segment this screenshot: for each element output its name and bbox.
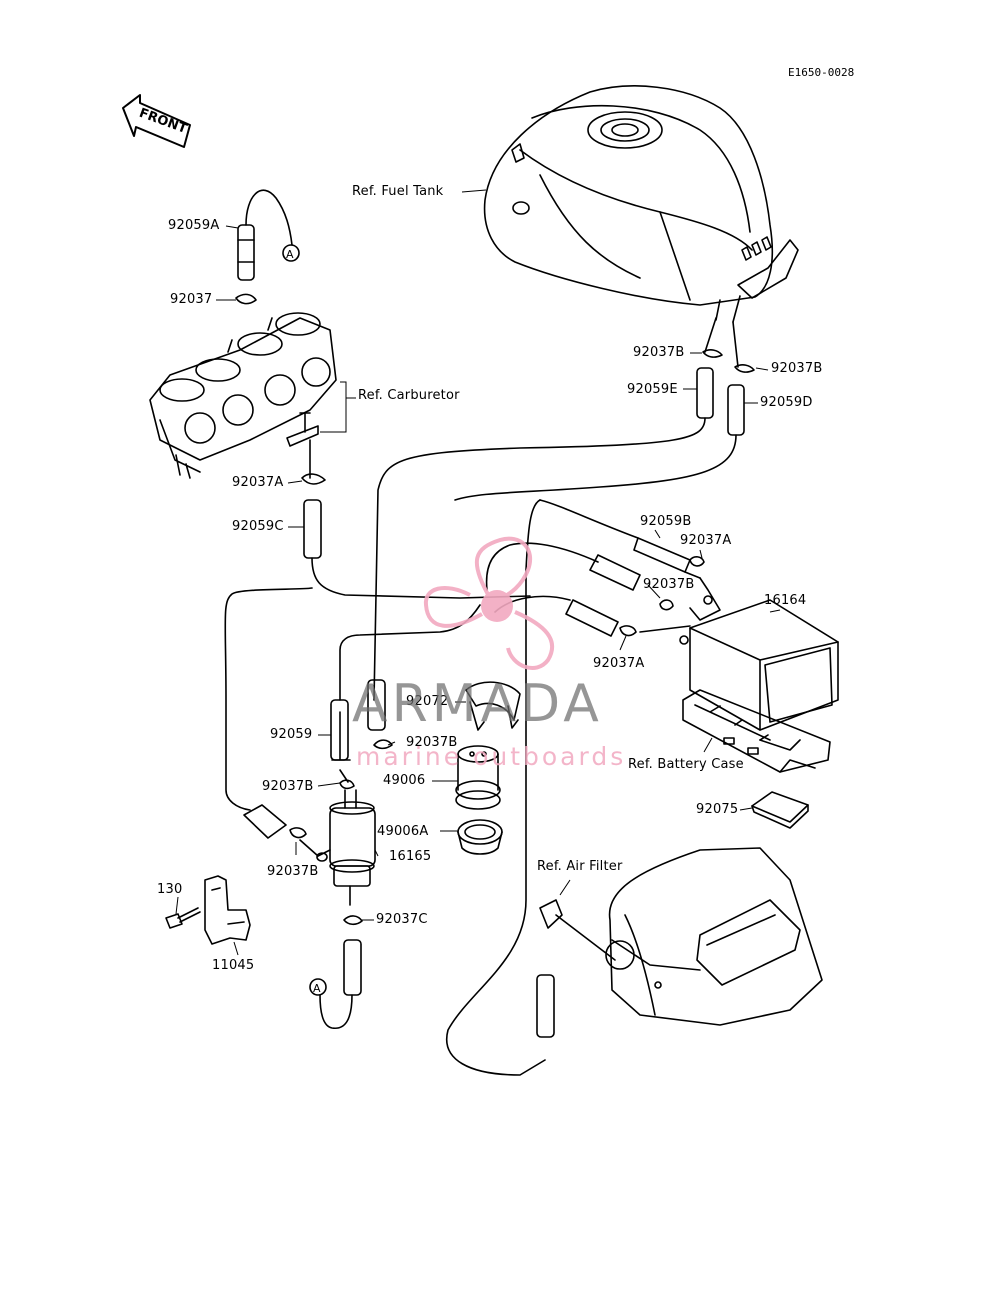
label-ref-air-filter: Ref. Air Filter bbox=[537, 859, 623, 874]
label-130: 130 bbox=[157, 882, 183, 897]
label-92037C: 92037C bbox=[376, 912, 428, 927]
label-ref-fuel-tank: Ref. Fuel Tank bbox=[352, 184, 444, 199]
label-16164: 16164 bbox=[764, 593, 807, 608]
label-16165: 16165 bbox=[389, 849, 432, 864]
clip-92072-drawing bbox=[465, 681, 521, 731]
pad-92075-drawing bbox=[751, 791, 809, 829]
hose-92059B-drawing bbox=[445, 499, 721, 1076]
label-92072: 92072 bbox=[406, 694, 449, 709]
hose-92059C-drawing bbox=[301, 439, 531, 599]
label-92059A: 92059A bbox=[168, 218, 220, 233]
gasket-49006A-drawing bbox=[457, 819, 503, 855]
label-49006A: 49006A bbox=[377, 824, 429, 839]
fuel-tank-drawing bbox=[483, 85, 799, 323]
drawing-reference-code: E1650-0028 bbox=[788, 66, 855, 79]
watermark-tagline: marine outboards bbox=[356, 742, 627, 771]
label-92037B-tank-left: 92037B bbox=[633, 345, 685, 360]
label-92059E: 92059E bbox=[627, 382, 678, 397]
label-49006: 49006 bbox=[383, 773, 426, 788]
label-92037: 92037 bbox=[170, 292, 213, 307]
canister-16164-drawing bbox=[679, 595, 839, 731]
bracket-11045-drawing bbox=[204, 875, 251, 945]
label-92037A-carburetor: 92037A bbox=[232, 475, 284, 490]
filter-49006-drawing bbox=[455, 745, 501, 810]
label-ref-battery-case: Ref. Battery Case bbox=[628, 757, 744, 772]
battery-case-drawing bbox=[682, 689, 831, 773]
hose-to-connector-A-drawing bbox=[309, 915, 363, 1029]
tank-outlet-hoses-drawing bbox=[373, 317, 755, 701]
label-92037B-left: 92037B bbox=[262, 779, 314, 794]
return-hose-loop-drawing bbox=[224, 587, 319, 857]
carburetor-assembly-drawing bbox=[149, 312, 337, 479]
front-arrow-icon: FRONT bbox=[122, 94, 191, 148]
label-92059B: 92059B bbox=[640, 514, 692, 529]
connector-A-bottom-letter: A bbox=[313, 982, 321, 995]
label-92037A-mid: 92037A bbox=[593, 656, 645, 671]
label-92059: 92059 bbox=[270, 727, 313, 742]
label-92037B-bottom: 92037B bbox=[267, 864, 319, 879]
bolt-130-icon bbox=[165, 907, 201, 929]
label-92037A-top: 92037A bbox=[680, 533, 732, 548]
label-92075: 92075 bbox=[696, 802, 739, 817]
label-92059D: 92059D bbox=[760, 395, 813, 410]
label-92037B-mid: 92037B bbox=[643, 577, 695, 592]
label-11045: 11045 bbox=[212, 958, 255, 973]
label-ref-carburetor: Ref. Carburetor bbox=[358, 388, 460, 403]
front-arrow-text: FRONT bbox=[137, 106, 189, 137]
label-92059C: 92059C bbox=[232, 519, 284, 534]
armada-propeller-logo bbox=[423, 536, 555, 670]
label-92037B-pump-top: 92037B bbox=[406, 735, 458, 750]
air-filter-box-drawing bbox=[536, 847, 823, 1038]
watermark-brand: ARMADA bbox=[352, 674, 603, 734]
hose-92059A-drawing bbox=[235, 189, 300, 305]
label-92037B-tank-right: 92037B bbox=[771, 361, 823, 376]
connector-A-top-letter: A bbox=[286, 248, 294, 261]
